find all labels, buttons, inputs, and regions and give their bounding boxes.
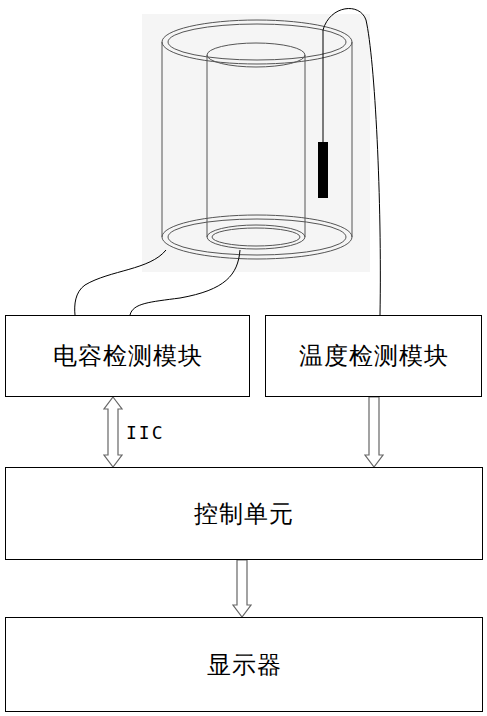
- module-box: 显示器: [5, 617, 483, 712]
- hollow-arrow: [104, 397, 122, 467]
- module-box: 电容检测模块: [5, 315, 250, 397]
- box-label: 温度检测模块: [299, 340, 449, 372]
- module-box: 温度检测模块: [265, 315, 482, 397]
- box-label: 显示器: [207, 649, 282, 681]
- module-box: 控制单元: [5, 467, 483, 560]
- box-label: 控制单元: [194, 498, 294, 530]
- illustration-ground: [142, 14, 370, 272]
- temperature-probe: [318, 142, 328, 198]
- bus-label: IIC: [125, 422, 166, 443]
- hollow-arrow: [233, 560, 251, 617]
- hollow-arrow: [365, 397, 383, 467]
- sensor-wires: [75, 9, 381, 315]
- box-label: 电容检测模块: [53, 340, 203, 372]
